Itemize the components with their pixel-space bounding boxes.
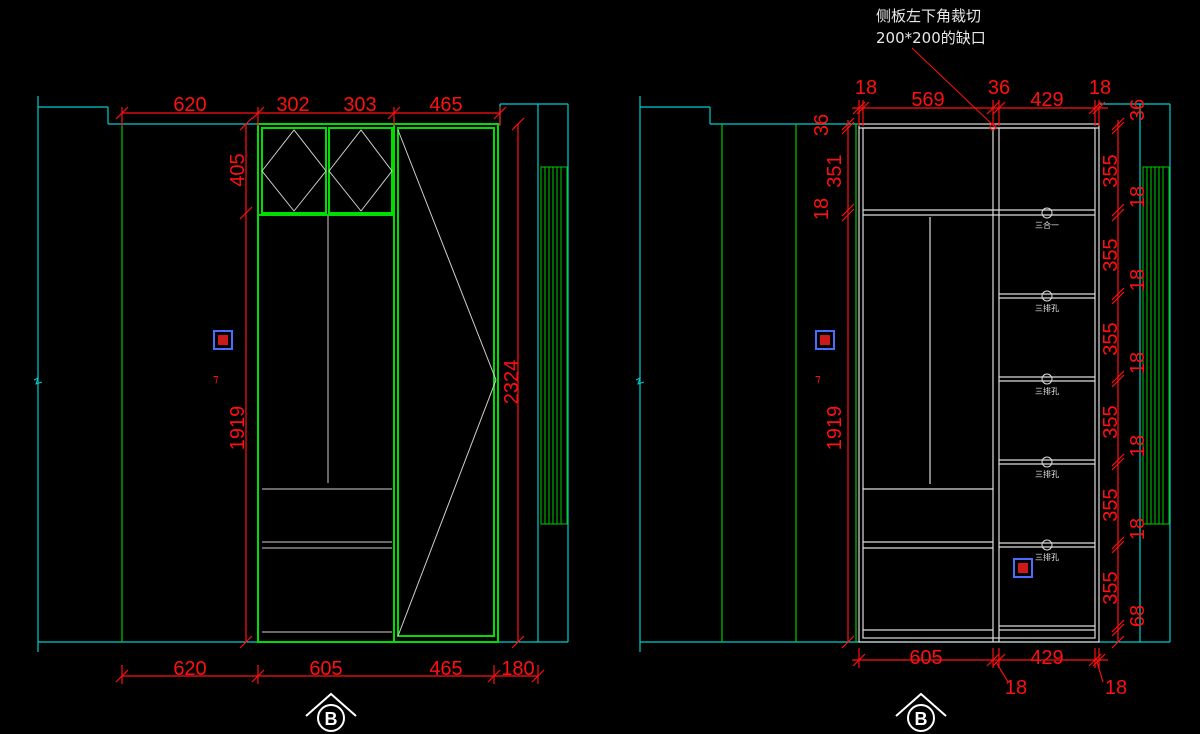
- dim-label: 355: [1100, 154, 1122, 187]
- dim-label: 303: [343, 94, 376, 116]
- dim-label: 302: [276, 94, 309, 116]
- dim-label: 18: [1105, 677, 1127, 699]
- left-top-dimension-labels: 620 302 303 465: [173, 94, 462, 116]
- right-left-vertical-dimension-labels: 36 351 18 1919: [811, 114, 846, 450]
- dim-label: 465: [429, 658, 462, 680]
- dim-label: 36: [1127, 99, 1149, 121]
- left-cabinet-inner-lines: [261, 129, 497, 637]
- section-mark-label: B: [325, 709, 338, 729]
- right-dimension-lines: [841, 100, 1125, 683]
- dim-label: 1919: [824, 406, 846, 451]
- section-mark-label: B: [915, 709, 928, 729]
- annotation-line-1: 侧板左下角裁切: [876, 7, 981, 25]
- dim-label: 18: [1127, 435, 1149, 457]
- dim-label: 620: [173, 658, 206, 680]
- dim-label: 355: [1100, 238, 1122, 271]
- dim-label: 569: [911, 89, 944, 111]
- dim-label: 405: [227, 153, 249, 186]
- dim-label: 36: [811, 114, 833, 136]
- right-section-mark: B: [895, 692, 947, 732]
- dim-label: 18: [811, 198, 833, 220]
- dim-label: 1919: [227, 406, 249, 451]
- dim-label: 355: [1100, 322, 1122, 355]
- left-elevation: ⁊: [33, 94, 569, 732]
- right-right-vertical-dimension-labels: 36 355 18 355 18 355 18 355 18 355 18 35…: [1100, 99, 1149, 627]
- dim-label: 18: [855, 77, 877, 99]
- svg-text:⁊: ⁊: [213, 373, 218, 385]
- shelf-label: 三合一: [1035, 220, 1059, 230]
- shelf-label: 三排孔: [1035, 303, 1059, 313]
- right-panels: [721, 124, 857, 642]
- left-bottom-dimension-labels: 620 605 465 180: [173, 658, 534, 680]
- left-slat-panel: [540, 166, 568, 525]
- dim-label: 429: [1030, 647, 1063, 669]
- dim-label: 18: [1127, 518, 1149, 540]
- left-vertical-dimension-labels: 405 1919 2324: [227, 153, 523, 450]
- dim-label: 68: [1127, 605, 1149, 627]
- left-section-mark: B: [305, 692, 357, 732]
- right-bottom-dimension-labels: 605 429 18 18: [909, 647, 1127, 699]
- dim-label: 620: [173, 94, 206, 116]
- dim-label: 36: [988, 77, 1010, 99]
- right-slat-panel: [1142, 166, 1170, 525]
- dim-label: 355: [1100, 405, 1122, 438]
- dim-label: 18: [1127, 186, 1149, 208]
- annotation-line-2: 200*200的缺口: [876, 29, 986, 47]
- right-wall-break-symbol: [635, 377, 645, 385]
- shelf-label: 三排孔: [1035, 552, 1059, 562]
- dim-label: 465: [429, 94, 462, 116]
- right-outlet-symbol: ⁊: [815, 330, 1033, 578]
- dim-label: 429: [1030, 89, 1063, 111]
- dim-label: 18: [1089, 77, 1111, 99]
- dim-label: 355: [1100, 571, 1122, 604]
- right-elevation: 三合一 三排孔 三排孔 三排孔 三排孔 ⁊ 侧板左下角裁切 200*200的缺口: [635, 7, 1171, 732]
- dim-label: 18: [1005, 677, 1027, 699]
- left-wall-break-symbol: [33, 377, 43, 385]
- left-outlet-symbol: ⁊: [213, 330, 233, 385]
- dim-label: 605: [309, 658, 342, 680]
- right-cabinet: [858, 123, 1100, 643]
- right-shelf-hardware: [1041, 207, 1053, 551]
- right-top-dimension-labels: 18 569 36 429 18: [855, 77, 1111, 111]
- right-shelf-labels: 三合一 三排孔 三排孔 三排孔 三排孔: [1035, 220, 1059, 562]
- dim-label: 2324: [501, 360, 523, 405]
- dim-label: 180: [501, 658, 534, 680]
- shelf-label: 三排孔: [1035, 386, 1059, 396]
- dim-label: 18: [1127, 269, 1149, 291]
- dim-label: 355: [1100, 488, 1122, 521]
- left-dimension-lines: [115, 106, 545, 684]
- dim-label: 605: [909, 647, 942, 669]
- dim-label: 351: [824, 154, 846, 187]
- dim-label: 18: [1127, 352, 1149, 374]
- svg-text:⁊: ⁊: [815, 373, 820, 385]
- cut-annotation: 侧板左下角裁切 200*200的缺口: [876, 7, 986, 47]
- shelf-label: 三排孔: [1035, 469, 1059, 479]
